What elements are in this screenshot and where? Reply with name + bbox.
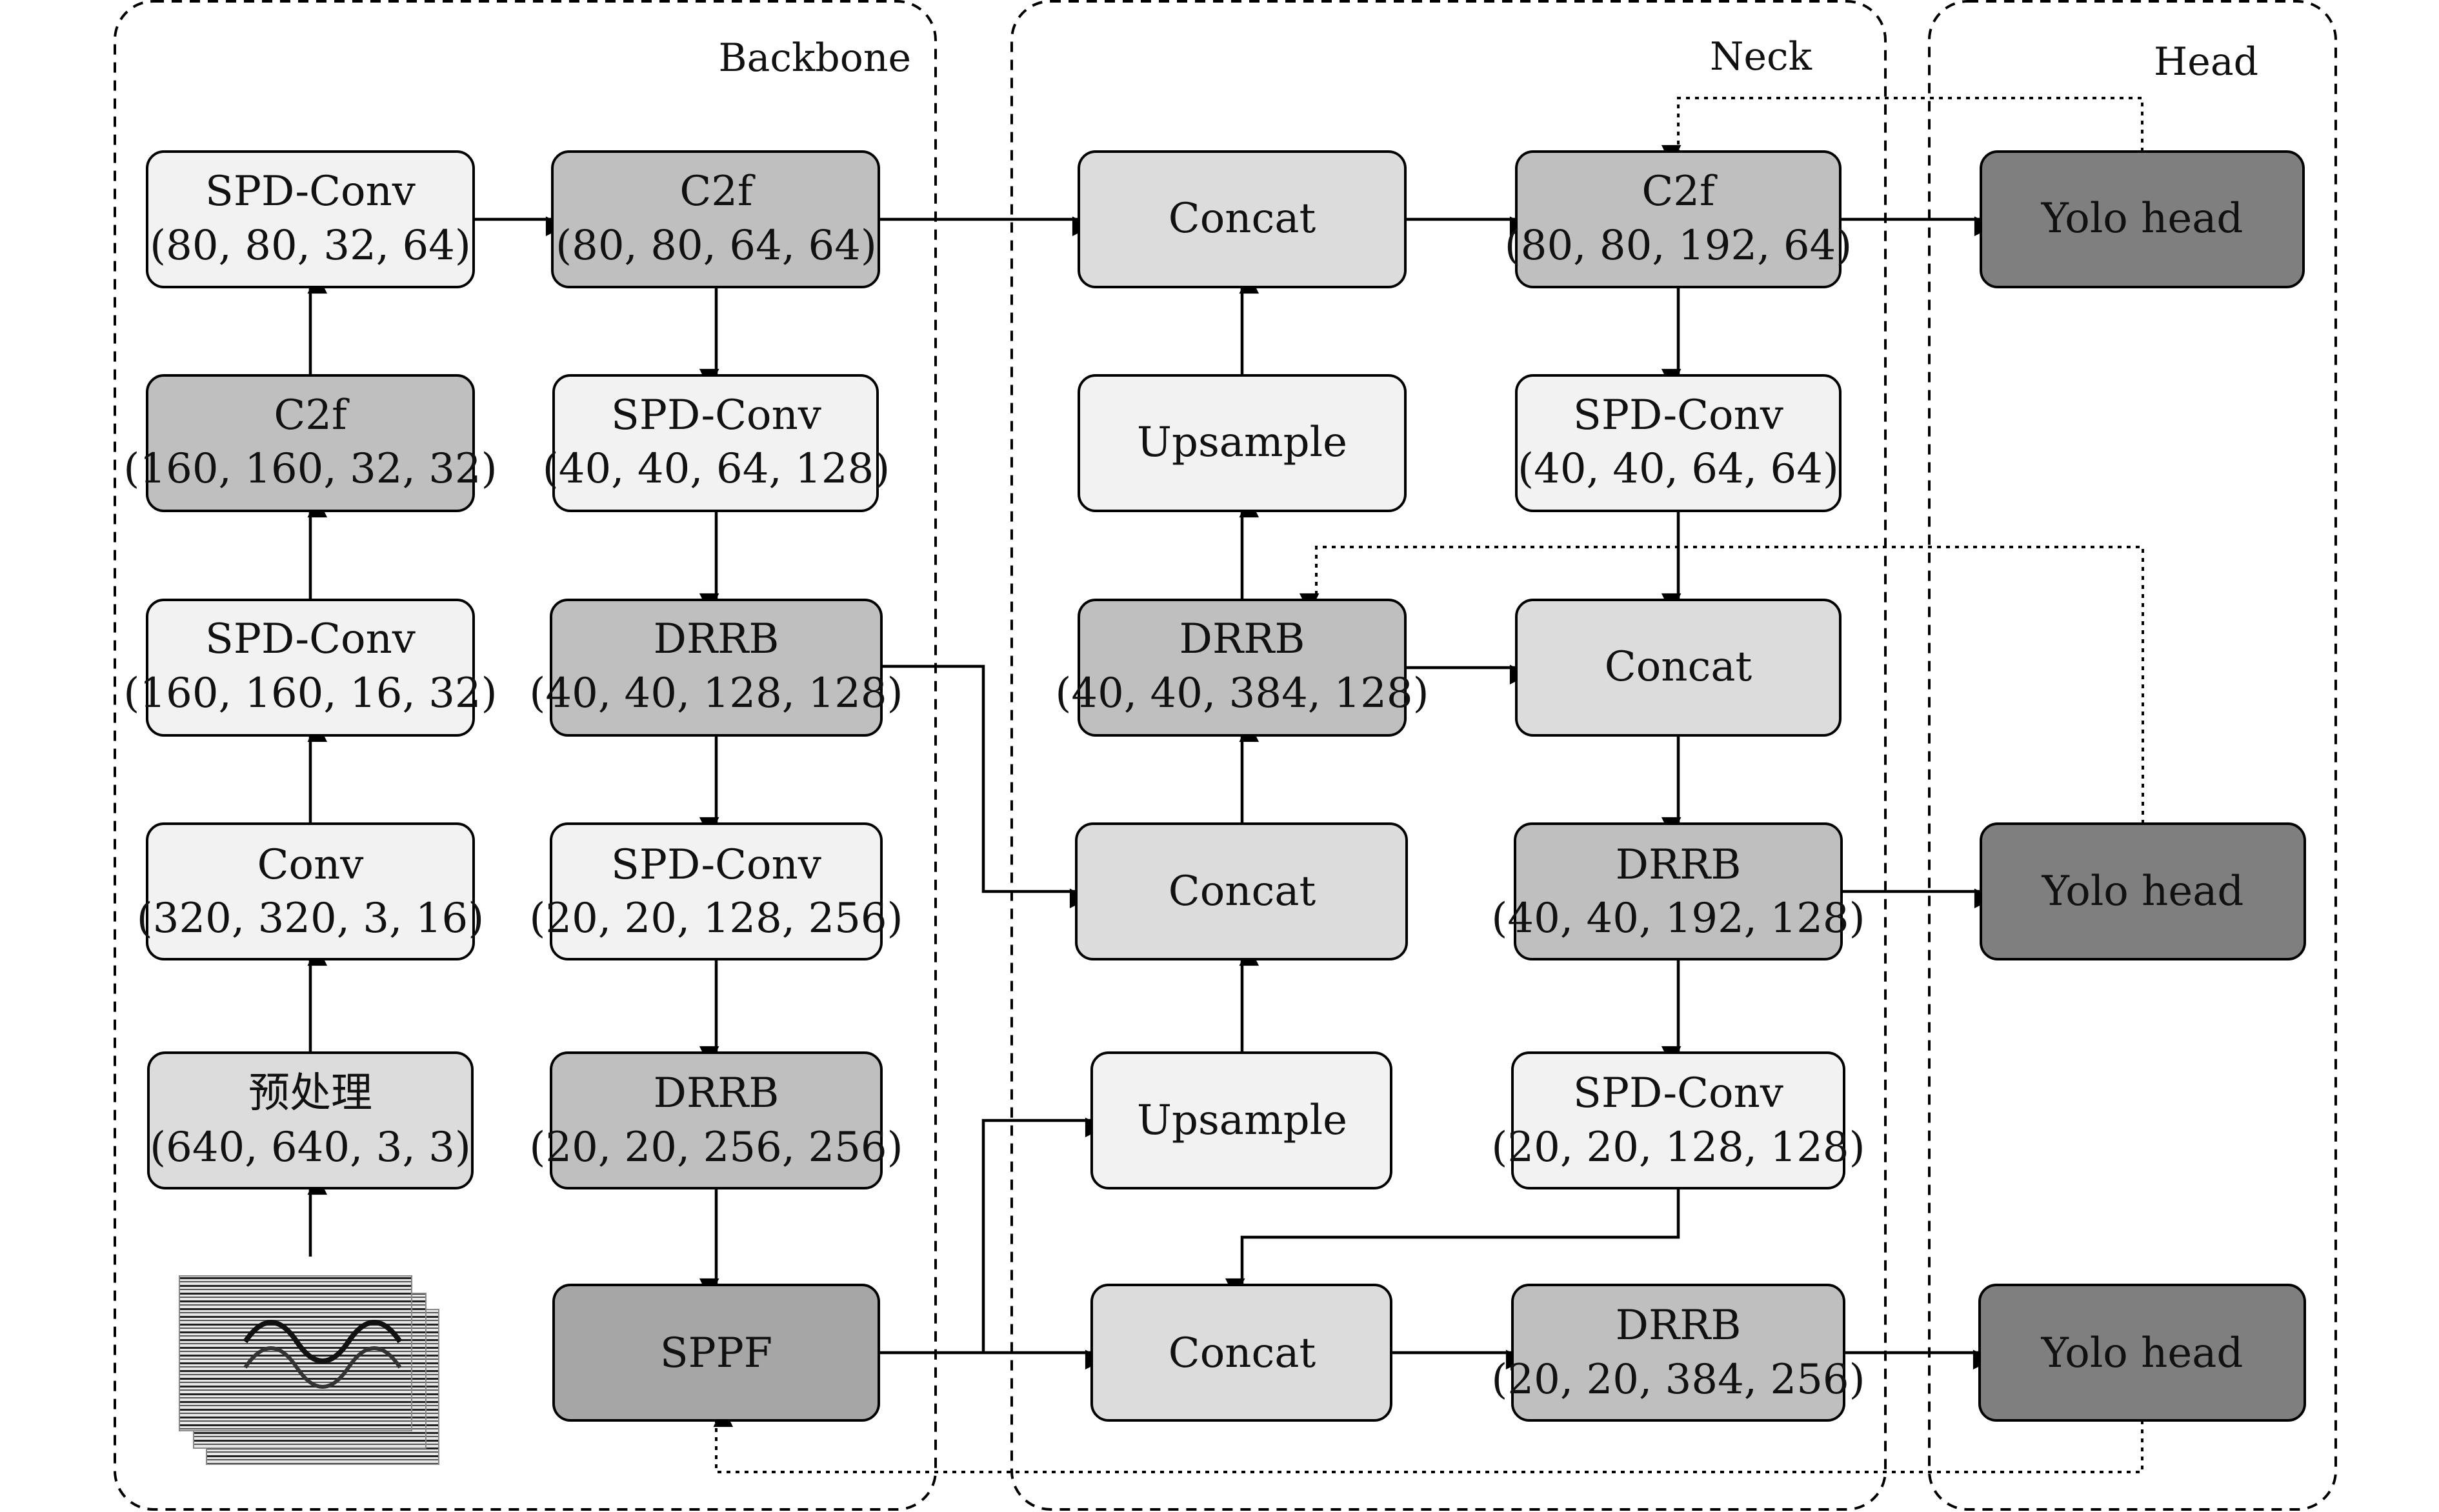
node-sppf: SPPF bbox=[552, 1284, 880, 1422]
node-neck-spd-conv-1: SPD-Conv (40, 40, 64, 64) bbox=[1515, 374, 1842, 512]
node-neck-concat-4-label: Concat bbox=[1605, 643, 1752, 691]
node-backbone-spd-conv-1: SPD-Conv (160, 160, 16, 32) bbox=[123, 599, 497, 737]
node-conv-line2: (320, 320, 3, 16) bbox=[137, 895, 484, 942]
section-label-backbone: Backbone bbox=[718, 35, 911, 81]
node-yolo-head-1-label: Yolo head bbox=[2041, 195, 2243, 243]
node-neck-drrb-2: DRRB (40, 40, 192, 128) bbox=[1491, 822, 1865, 960]
node-neck-upsample-1: Upsample bbox=[1078, 374, 1407, 512]
node-backbone-spd-conv-2-line1: SPD-Conv bbox=[205, 168, 416, 215]
node-neck-drrb-3-line1: DRRB bbox=[1616, 1302, 1741, 1349]
node-backbone-c2f-2-line2: (80, 80, 64, 64) bbox=[556, 222, 877, 270]
node-backbone-spd-conv-3-line1: SPD-Conv bbox=[611, 392, 821, 439]
node-neck-drrb-3-line2: (20, 20, 384, 256) bbox=[1491, 1356, 1865, 1404]
input-image-stack bbox=[179, 1275, 439, 1465]
node-backbone-spd-conv-2: SPD-Conv (80, 80, 32, 64) bbox=[146, 150, 475, 288]
node-yolo-head-2: Yolo head bbox=[1980, 822, 2306, 960]
node-backbone-c2f-2: C2f (80, 80, 64, 64) bbox=[551, 150, 880, 288]
node-conv-line1: Conv bbox=[257, 841, 364, 889]
section-label-neck: Neck bbox=[1710, 34, 1812, 79]
node-backbone-c2f-1-line2: (160, 160, 32, 32) bbox=[123, 445, 497, 493]
node-neck-concat-4: Concat bbox=[1515, 599, 1842, 737]
node-neck-spd-conv-2-line2: (20, 20, 128, 128) bbox=[1491, 1124, 1865, 1171]
node-neck-upsample-2-label: Upsample bbox=[1137, 1097, 1347, 1144]
node-backbone-spd-conv-3: SPD-Conv (40, 40, 64, 128) bbox=[543, 374, 890, 512]
node-neck-c2f-line1: C2f bbox=[1641, 168, 1718, 215]
node-neck-concat-1-label: Concat bbox=[1169, 195, 1316, 243]
edge-n_spd2-to-n_concat3 bbox=[1225, 1188, 1680, 1298]
node-backbone-drrb-1: DRRB (40, 40, 128, 128) bbox=[529, 599, 903, 737]
node-backbone-spd-conv-4-line1: SPD-Conv bbox=[611, 841, 821, 889]
node-backbone-spd-conv-3-line2: (40, 40, 64, 128) bbox=[543, 445, 890, 493]
node-backbone-spd-conv-4-line2: (20, 20, 128, 256) bbox=[529, 895, 903, 942]
node-backbone-drrb-1-line2: (40, 40, 128, 128) bbox=[529, 670, 903, 717]
edge-h_yolo2-to-n_drrb1 bbox=[1299, 546, 2144, 824]
node-neck-concat-2-label: Concat bbox=[1169, 868, 1316, 915]
node-backbone-spd-conv-1-line2: (160, 160, 16, 32) bbox=[123, 670, 497, 717]
node-neck-spd-conv-2: SPD-Conv (20, 20, 128, 128) bbox=[1491, 1051, 1865, 1189]
node-neck-drrb-3: DRRB (20, 20, 384, 256) bbox=[1491, 1284, 1865, 1422]
node-neck-spd-conv-2-line1: SPD-Conv bbox=[1573, 1069, 1783, 1117]
node-neck-concat-3-label: Concat bbox=[1169, 1329, 1316, 1377]
node-yolo-head-3: Yolo head bbox=[1978, 1284, 2306, 1422]
node-backbone-c2f-2-line1: C2f bbox=[679, 168, 756, 215]
node-neck-spd-conv-1-line1: SPD-Conv bbox=[1573, 392, 1783, 439]
edge-h_yolo1-to-n_c2f bbox=[1661, 97, 2143, 165]
node-backbone-spd-conv-4: SPD-Conv (20, 20, 128, 256) bbox=[529, 822, 903, 960]
node-neck-c2f: C2f (80, 80, 192, 64) bbox=[1505, 150, 1852, 288]
section-neck: Neck bbox=[1010, 0, 1887, 1511]
node-backbone-drrb-1-line1: DRRB bbox=[654, 615, 779, 663]
node-neck-concat-1: Concat bbox=[1078, 150, 1407, 288]
node-neck-drrb-1-line1: DRRB bbox=[1179, 615, 1305, 663]
node-neck-upsample-2: Upsample bbox=[1090, 1051, 1392, 1189]
section-head: Head bbox=[1928, 0, 2337, 1511]
node-neck-c2f-line2: (80, 80, 192, 64) bbox=[1505, 222, 1852, 270]
node-backbone-c2f-1: C2f (160, 160, 32, 32) bbox=[123, 374, 497, 512]
node-backbone-spd-conv-1-line1: SPD-Conv bbox=[205, 615, 416, 663]
node-backbone-drrb-2-line2: (20, 20, 256, 256) bbox=[529, 1124, 903, 1171]
node-yolo-head-2-label: Yolo head bbox=[2042, 868, 2244, 915]
node-backbone-spd-conv-2-line2: (80, 80, 32, 64) bbox=[150, 222, 471, 270]
node-yolo-head-1: Yolo head bbox=[1980, 150, 2305, 288]
node-neck-spd-conv-1-line2: (40, 40, 64, 64) bbox=[1518, 445, 1839, 493]
edge-b_drrb1-to-n_concat2 bbox=[881, 664, 1090, 909]
node-backbone-drrb-2-line1: DRRB bbox=[654, 1069, 779, 1117]
node-yolo-head-3-label: Yolo head bbox=[2041, 1329, 2243, 1377]
section-backbone: Backbone bbox=[114, 0, 937, 1511]
edge-h_yolo3-to-b_sppf bbox=[713, 1407, 2143, 1473]
node-neck-drrb-2-line1: DRRB bbox=[1616, 841, 1741, 889]
node-neck-drrb-1: DRRB (40, 40, 384, 128) bbox=[1055, 599, 1429, 737]
section-label-head: Head bbox=[2154, 39, 2258, 85]
node-backbone-c2f-1-line1: C2f bbox=[274, 392, 350, 439]
node-backbone-drrb-2: DRRB (20, 20, 256, 256) bbox=[529, 1051, 903, 1189]
node-preprocess-line1: 预处理 bbox=[248, 1069, 372, 1117]
edge-b_sppf-to-n_up2 bbox=[981, 1117, 1105, 1353]
node-preprocess-line2: (640, 640, 3, 3) bbox=[150, 1124, 471, 1171]
node-neck-concat-2: Concat bbox=[1075, 822, 1408, 960]
node-preprocess: 预处理 (640, 640, 3, 3) bbox=[147, 1051, 474, 1189]
node-neck-upsample-1-label: Upsample bbox=[1137, 419, 1347, 466]
node-sppf-label: SPPF bbox=[660, 1329, 772, 1377]
node-neck-drrb-2-line2: (40, 40, 192, 128) bbox=[1491, 895, 1865, 942]
node-conv: Conv (320, 320, 3, 16) bbox=[137, 822, 484, 960]
node-neck-drrb-1-line2: (40, 40, 384, 128) bbox=[1055, 670, 1429, 717]
edges bbox=[307, 97, 2144, 1473]
node-neck-concat-3: Concat bbox=[1090, 1284, 1392, 1422]
